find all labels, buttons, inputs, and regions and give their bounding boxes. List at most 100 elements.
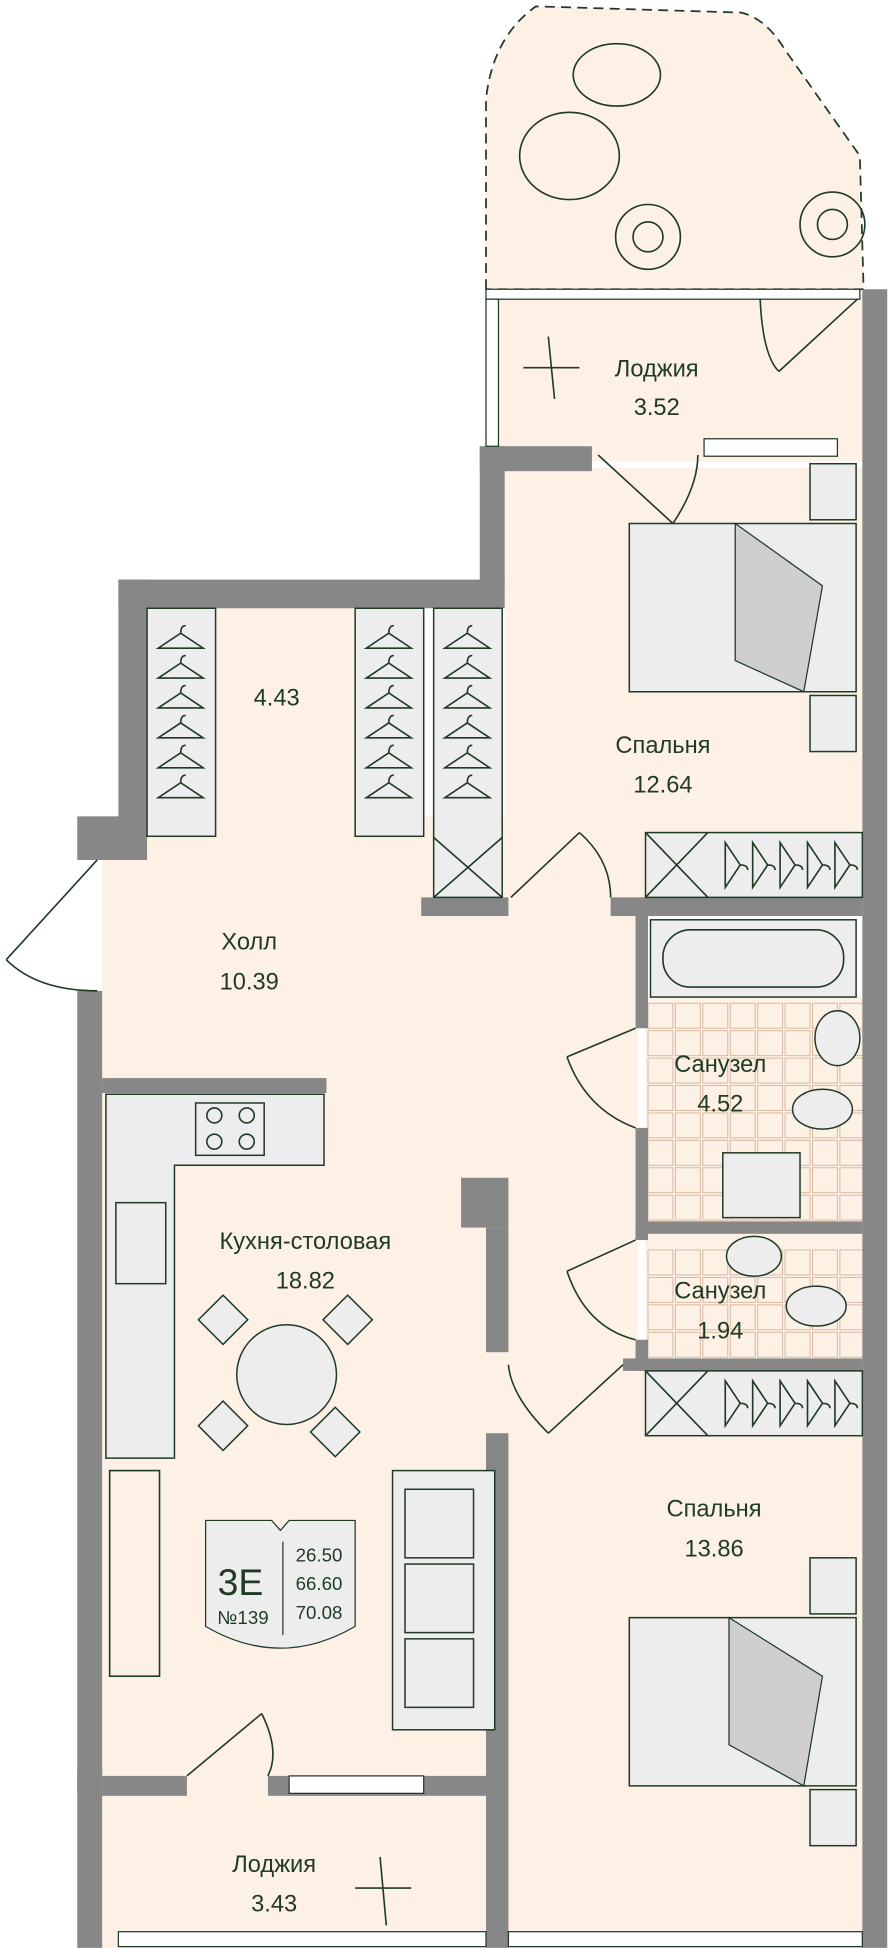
room-name-loggia-top: Лоджия (615, 356, 699, 382)
room-area-bedroom-2: 13.86 (684, 1537, 743, 1563)
tile (729, 1002, 756, 1029)
tile (729, 1276, 756, 1303)
tile (784, 1331, 811, 1358)
tile (757, 1030, 784, 1057)
hanger-icon (724, 839, 749, 891)
hanger-icon (834, 1378, 859, 1429)
windows (117, 288, 863, 1948)
tile (702, 1112, 729, 1139)
tile (757, 1057, 784, 1084)
tile (702, 1331, 729, 1358)
tile (702, 1002, 729, 1029)
badge-full-area: 70.08 (296, 1602, 343, 1623)
hanger-icon (155, 774, 206, 799)
hanger-icon (363, 714, 414, 739)
room-area-bathroom-1: 4.52 (697, 1092, 743, 1118)
hanger-icon (442, 744, 493, 769)
room-name-bathroom-1: Санузел (674, 1052, 766, 1078)
room-labels: Лоджия 3.52 4.43 Спальня 12.64 Холл 10.3… (219, 356, 766, 1917)
room-area-loggia-top: 3.52 (634, 395, 680, 421)
badge-number: №139 (217, 1607, 268, 1628)
plant-icons (355, 42, 866, 1926)
wardrobes (146, 607, 864, 1437)
hanger-icon (442, 774, 493, 799)
hanger-icon (834, 839, 859, 891)
hanger-icon (806, 1378, 831, 1429)
tile (784, 1030, 811, 1057)
tile (647, 1030, 674, 1057)
tile (757, 1002, 784, 1029)
apartment-badge: 3E №139 26.50 66.60 70.08 (204, 1519, 356, 1649)
badge-living-area: 26.50 (296, 1545, 343, 1566)
bed-2 (628, 1557, 857, 1847)
room-area-hall: 10.39 (220, 970, 279, 996)
tile (674, 1194, 701, 1221)
hanger-icon (779, 1378, 804, 1429)
hanger-icon (442, 714, 493, 739)
hanger-icon (155, 744, 206, 769)
tile (757, 1112, 784, 1139)
tile (674, 1249, 701, 1276)
tile (674, 1276, 701, 1303)
badge-total-area: 66.60 (296, 1573, 343, 1594)
tile (784, 1249, 811, 1276)
hanger-icon (442, 684, 493, 709)
kitchen-counter (105, 1093, 325, 1678)
tile (729, 1112, 756, 1139)
hanger-icon (363, 684, 414, 709)
hanger-icon (442, 624, 493, 649)
tile (702, 1276, 729, 1303)
hanger-icon (155, 714, 206, 739)
tile (674, 1304, 701, 1331)
hanger-icon (751, 1378, 776, 1429)
tile (647, 1057, 674, 1084)
hanger-icon (363, 774, 414, 799)
tile (729, 1030, 756, 1057)
tile (674, 1139, 701, 1166)
hanger-icon (442, 654, 493, 679)
room-area-loggia-bottom: 3.43 (251, 1892, 297, 1918)
hanger-icon (363, 624, 414, 649)
tile (757, 1304, 784, 1331)
tile (811, 1167, 838, 1194)
tile (674, 1112, 701, 1139)
tile (674, 1167, 701, 1194)
tile (674, 1030, 701, 1057)
bed-1 (628, 462, 857, 753)
tile (702, 1030, 729, 1057)
tile (784, 1002, 811, 1029)
room-name-kitchen: Кухня-столовая (219, 1229, 391, 1255)
badge-type: 3E (218, 1561, 264, 1603)
dining-table (197, 1294, 374, 1458)
room-name-bathroom-2: Санузел (674, 1279, 766, 1305)
tile (647, 1112, 674, 1139)
tile (702, 1304, 729, 1331)
room-name-loggia-bottom: Лоджия (232, 1852, 316, 1878)
tile (811, 1331, 838, 1358)
room-name-bedroom-2: Спальня (667, 1497, 762, 1523)
room-area-kitchen: 18.82 (276, 1269, 335, 1295)
sink-toilet-fixtures (722, 1010, 861, 1327)
room-area-bathroom-2: 1.94 (697, 1319, 743, 1345)
tile (674, 1331, 701, 1358)
hanger-icon (363, 744, 414, 769)
hanger-icon (724, 1378, 749, 1429)
hanger-icon (155, 684, 206, 709)
tile (757, 1331, 784, 1358)
tile (674, 1057, 701, 1084)
hanger-icon (779, 839, 804, 891)
sofa (391, 1469, 496, 1731)
room-name-hall: Холл (221, 930, 277, 956)
tile (702, 1085, 729, 1111)
room-area-bedroom-1: 12.64 (633, 773, 692, 799)
walls (77, 289, 888, 1948)
tile (674, 1085, 701, 1111)
tile (729, 1331, 756, 1358)
room-area-wardrobe: 4.43 (254, 685, 300, 711)
tile (784, 1057, 811, 1084)
hanger-icon (363, 654, 414, 679)
tile (647, 1304, 674, 1331)
tile (757, 1276, 784, 1303)
tile (647, 1276, 674, 1303)
